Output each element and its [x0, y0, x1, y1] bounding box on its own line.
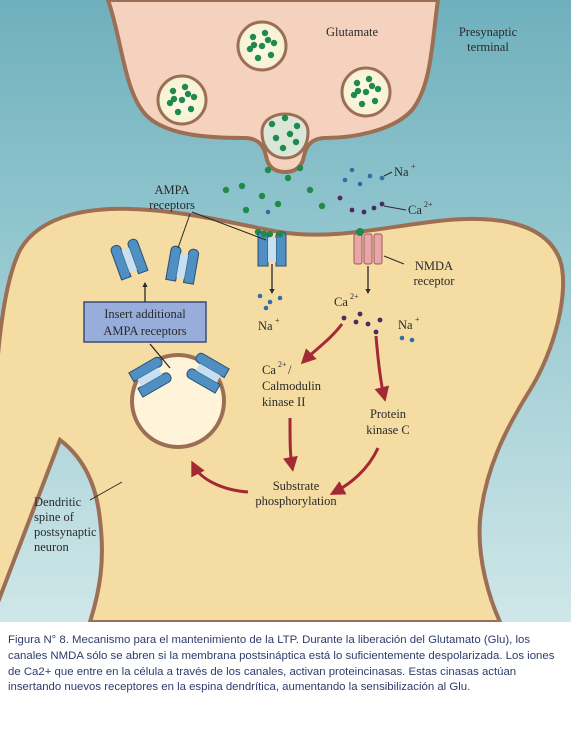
calcium-ion	[361, 209, 367, 215]
sodium-ion	[342, 177, 348, 183]
camk-to-substrate-arrow	[283, 417, 298, 472]
nmda-label-line2: receptor	[414, 274, 456, 288]
synaptic-vesicle	[340, 66, 392, 118]
dendritic-label-line1: Dendritic	[34, 495, 82, 509]
na-top-leader	[383, 171, 393, 177]
glutamate-molecule	[296, 164, 304, 172]
calcium-ion	[337, 195, 343, 201]
glutamate-label: Glutamate	[326, 25, 379, 39]
bound-glutamate	[276, 230, 284, 238]
glutamate-molecule	[258, 192, 266, 200]
sodium-ion	[367, 173, 373, 179]
synaptic-vesicle	[156, 74, 208, 126]
na-top-sup: +	[411, 162, 416, 171]
presynaptic-terminal	[105, 0, 441, 175]
sodium-ion	[265, 209, 271, 215]
calcium-ion	[377, 317, 383, 323]
presynaptic-label-line1: Presynaptic	[459, 25, 518, 39]
ca-mid-sup: 2+	[350, 292, 359, 301]
ca-top-sup: 2+	[424, 200, 433, 209]
camk-ca-sup: 2+	[278, 360, 287, 369]
substrate-label-line2: phosphorylation	[255, 494, 337, 508]
na-top-label: Na	[394, 165, 409, 179]
substrate-to-vesicle-arrow	[191, 460, 249, 494]
dendritic-label-line3: postsynaptic	[34, 525, 97, 539]
sodium-ion	[349, 167, 355, 173]
ca-mid-label: Ca	[334, 295, 348, 309]
dendritic-label-line4: neuron	[34, 540, 69, 554]
camk-label-line1: Calmodulin	[262, 379, 322, 393]
camk-label-line2: kinase II	[262, 395, 305, 409]
substrate-label-line1: Substrate	[273, 479, 320, 493]
calcium-ion	[371, 205, 377, 211]
presynaptic-label-line2: terminal	[467, 40, 509, 54]
calcium-ion	[365, 321, 371, 327]
glutamate-molecule	[318, 202, 326, 210]
camk-slash: /	[288, 363, 292, 377]
na-right-label: Na	[398, 318, 413, 332]
nmda-leader	[383, 255, 405, 265]
calcium-ion	[341, 315, 347, 321]
calcium-ion	[373, 329, 379, 335]
pkc-label-line1: Protein	[370, 407, 407, 421]
ampa-receptor	[165, 245, 200, 285]
camk-ca-label: Ca	[262, 363, 276, 377]
calcium-ion	[379, 201, 385, 207]
sodium-ion	[357, 181, 363, 187]
sodium-ion	[409, 337, 415, 343]
figure-caption: Figura N° 8. Mecanismo para el mantenimi…	[8, 634, 555, 694]
ca-top-leader	[383, 205, 407, 211]
na-left-sup: +	[275, 316, 280, 325]
glutamate-molecule	[306, 186, 314, 194]
sodium-ion	[263, 305, 269, 311]
na-right-sup: +	[415, 315, 420, 324]
sodium-ion	[399, 335, 405, 341]
glutamate-molecule	[264, 166, 272, 174]
calcium-ion	[353, 319, 359, 325]
calcium-ion	[357, 311, 363, 317]
ampa-receptor	[128, 356, 172, 398]
glutamate-molecule	[242, 206, 250, 214]
ca-to-pkc-arrow	[374, 335, 390, 402]
glutamate-molecule	[274, 200, 282, 208]
glutamate-molecule	[238, 182, 246, 190]
glutamate-molecule	[284, 174, 292, 182]
pkc-to-substrate-arrow	[329, 447, 380, 495]
fusing-vesicle	[260, 112, 310, 160]
ampa-label-line1: AMPA	[155, 183, 190, 197]
ampa-receptor	[110, 238, 149, 281]
vesicle-leader	[149, 343, 171, 369]
dendritic-label-line2: spine of	[34, 510, 75, 524]
ca-top-label: Ca	[408, 203, 422, 217]
sodium-ion	[277, 295, 283, 301]
insert-label-line1: Insert additional	[104, 307, 186, 321]
bound-glutamate	[260, 230, 268, 238]
insert-label-line2: AMPA receptors	[103, 324, 186, 338]
glutamate-molecule	[222, 186, 230, 194]
ltp-diagram: Insert additional AMPA receptors Glutama…	[0, 0, 571, 622]
ampa-receptor	[186, 352, 230, 394]
nmda-label-line1: NMDA	[415, 259, 453, 273]
ampa-leader-2	[177, 213, 191, 249]
ca-to-camk-arrow	[300, 323, 344, 365]
na-left-label: Na	[258, 319, 273, 333]
sodium-ion	[267, 299, 273, 305]
pkc-label-line2: kinase C	[366, 423, 409, 437]
ampa-leader-1	[191, 211, 267, 241]
dendritic-leader	[89, 481, 123, 501]
synaptic-vesicle	[236, 20, 288, 72]
ampa-label-line2: receptors	[149, 198, 195, 212]
insert-ampa-box	[83, 301, 207, 343]
sodium-ion	[257, 293, 263, 299]
calcium-ion	[349, 207, 355, 213]
sodium-ion	[379, 175, 385, 181]
nmda-receptor	[353, 228, 383, 265]
